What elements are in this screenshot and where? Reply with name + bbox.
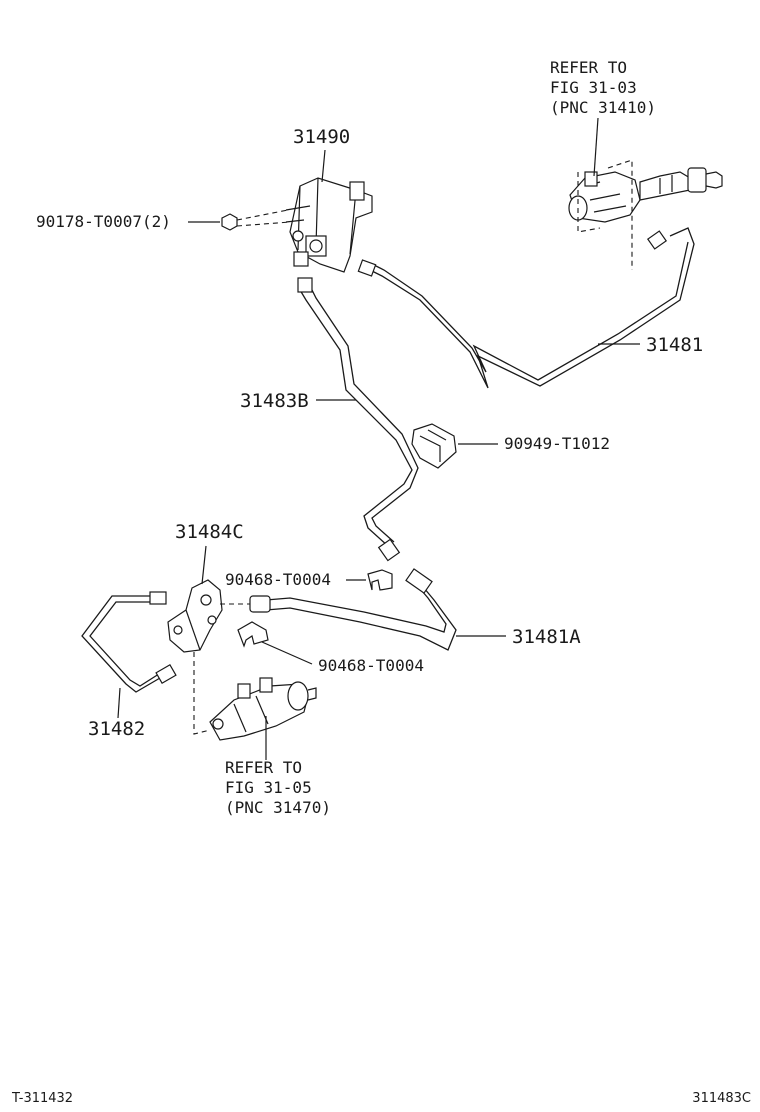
label-90949-t1012: 90949-T1012: [504, 434, 610, 453]
leader-31490: [321, 149, 326, 183]
label-31484c: 31484C: [175, 521, 244, 543]
clutch-bracket-31490: [285, 177, 373, 273]
pipe-31481: [371, 227, 695, 389]
leader-90468-lower: [261, 641, 313, 665]
bracket-31484c: [167, 579, 223, 653]
label-refer-top-line3: (PNC 31410): [550, 98, 656, 117]
label-90468-t0004-lower: 90468-T0004: [318, 656, 424, 675]
label-refer-bottom-line2: FIG 31-05: [225, 778, 312, 797]
label-refer-bottom-line1: REFER TO: [225, 758, 302, 777]
label-31482: 31482: [88, 718, 145, 740]
label-refer-bottom-line3: (PNC 31470): [225, 798, 331, 817]
clamp-90949: [411, 423, 457, 469]
pipe-31483b: [299, 289, 413, 547]
leader-31482: [117, 687, 121, 719]
leader-refer-top: [593, 117, 599, 177]
clutch-release-cylinder: [193, 652, 317, 741]
pipe-31482: [81, 595, 161, 693]
clip-90468-upper: [367, 569, 393, 591]
clutch-master-cylinder: [568, 159, 723, 270]
label-31483b: 31483B: [240, 390, 309, 412]
footer-right-code: 311483C: [692, 1091, 751, 1106]
label-31481a: 31481A: [512, 626, 581, 648]
nut-90178: [221, 209, 291, 231]
label-90178-t0007: 90178-T0007(2): [36, 212, 171, 231]
label-refer-top-line1: REFER TO: [550, 58, 627, 77]
label-90468-t0004-upper: 90468-T0004: [225, 570, 331, 589]
hose-31481a: [265, 587, 457, 651]
label-31481: 31481: [646, 334, 703, 356]
leader-31484c: [201, 545, 207, 585]
label-refer-top-line2: FIG 31-03: [550, 78, 637, 97]
footer-left-code: T-311432: [11, 1091, 73, 1106]
clip-90468-lower: [237, 621, 269, 648]
label-31490: 31490: [293, 126, 350, 148]
